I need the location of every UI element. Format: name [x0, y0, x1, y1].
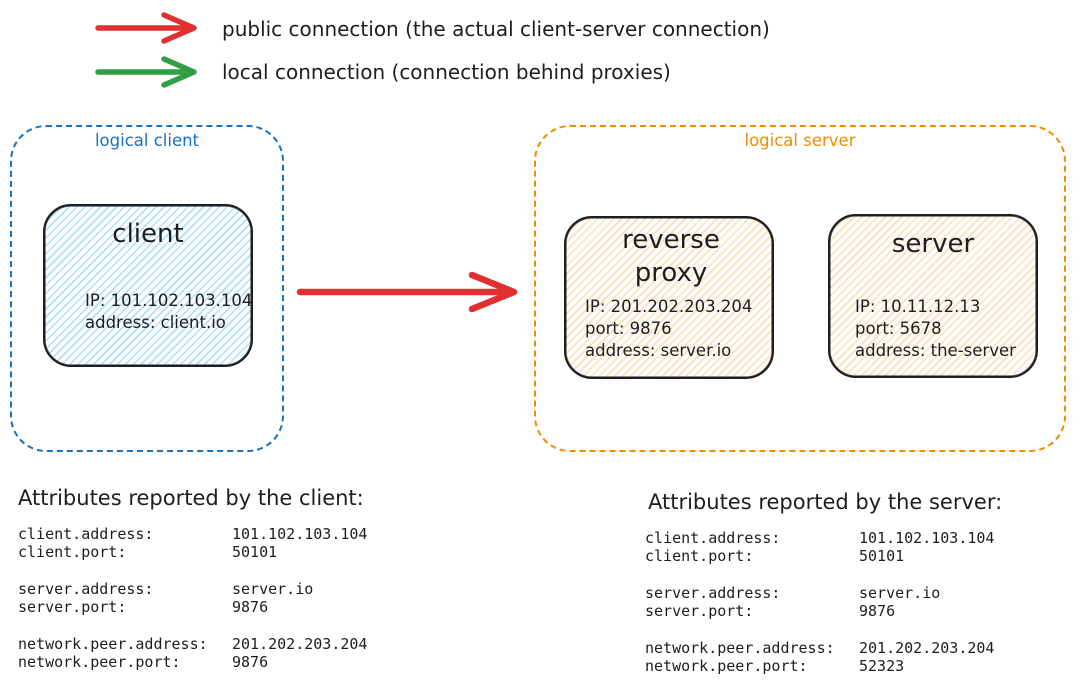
- attr-key: server.address:: [18, 580, 154, 598]
- attr-value: 50101: [232, 543, 278, 561]
- public-connection-legend-label: public connection (the actual client-ser…: [222, 17, 770, 41]
- attr-row: network.peer.address: 201.202.203.204: [18, 635, 448, 653]
- attr-value: 9876: [232, 598, 269, 616]
- server-report-group: server.address: server.io server.port: 9…: [645, 584, 1075, 620]
- reverse-proxy-node: reverse proxy IP: 201.202.203.204 port: …: [564, 216, 774, 379]
- attr-row: server.port: 9876: [645, 602, 1075, 620]
- client-report: Attributes reported by the client: clien…: [18, 486, 448, 690]
- attr-value: 201.202.203.204: [232, 635, 368, 653]
- client-node-address: address: client.io: [85, 313, 226, 332]
- client-node-ip: IP: 101.102.103.104: [85, 291, 253, 310]
- attr-value: server.io: [232, 580, 314, 598]
- attr-value: 201.202.203.204: [859, 639, 995, 657]
- attr-row: server.address: server.io: [18, 580, 448, 598]
- local-connection-legend-label: local connection (connection behind prox…: [222, 60, 671, 84]
- client-report-group: network.peer.address: 201.202.203.204 ne…: [18, 635, 448, 671]
- logical-server-group: logical server reverse proxy IP: 201.202…: [534, 125, 1066, 452]
- attr-key: client.address:: [18, 525, 154, 543]
- attr-row: client.address: 101.102.103.104: [18, 525, 448, 543]
- public-connection-arrow-icon: [94, 11, 198, 45]
- client-report-group: client.address: 101.102.103.104 client.p…: [18, 525, 448, 561]
- reverse-proxy-node-title: reverse proxy: [622, 225, 720, 288]
- attr-value: 52323: [859, 657, 905, 675]
- attr-value: 9876: [232, 653, 269, 671]
- reverse-proxy-node-address: address: server.io: [585, 341, 732, 360]
- reverse-proxy-node-port: port: 9876: [585, 319, 672, 338]
- attr-row: client.port: 50101: [645, 547, 1075, 565]
- local-connection-arrow-icon: [94, 55, 198, 89]
- attr-value: 101.102.103.104: [232, 525, 368, 543]
- logical-server-label: logical server: [744, 131, 856, 150]
- attr-key: network.peer.port:: [645, 657, 808, 675]
- server-node-title: server: [891, 229, 975, 259]
- server-node: server IP: 10.11.12.13 port: 5678 addres…: [828, 214, 1038, 378]
- client-node-title: client: [112, 219, 184, 249]
- logical-client-group: logical client client IP: 101.102.103.10…: [10, 125, 284, 452]
- attr-key: client.port:: [18, 543, 127, 561]
- attr-row: client.address: 101.102.103.104: [645, 529, 1075, 547]
- client-node: client IP: 101.102.103.104 address: clie…: [43, 204, 253, 367]
- attr-value: 101.102.103.104: [859, 529, 995, 547]
- attr-value: 9876: [859, 602, 896, 620]
- attr-key: network.peer.address:: [18, 635, 208, 653]
- attr-key: client.port:: [645, 547, 754, 565]
- client-to-server-arrow-icon: [296, 270, 522, 314]
- attr-key: network.peer.port:: [18, 653, 181, 671]
- attr-key: network.peer.address:: [645, 639, 835, 657]
- client-report-heading: Attributes reported by the client:: [18, 486, 364, 510]
- attr-key: server.port:: [18, 598, 127, 616]
- server-report-heading: Attributes reported by the server:: [648, 490, 1003, 514]
- reverse-proxy-node-ip: IP: 201.202.203.204: [585, 297, 753, 316]
- attr-key: server.port:: [645, 602, 754, 620]
- attr-row: network.peer.port: 52323: [645, 657, 1075, 675]
- attr-row: server.address: server.io: [645, 584, 1075, 602]
- attr-key: server.address:: [645, 584, 781, 602]
- client-report-group: server.address: server.io server.port: 9…: [18, 580, 448, 616]
- server-node-port: port: 5678: [855, 319, 942, 338]
- attr-key: client.address:: [645, 529, 781, 547]
- server-report-group: network.peer.address: 201.202.203.204 ne…: [645, 639, 1075, 675]
- server-report: Attributes reported by the server: clien…: [645, 490, 1075, 694]
- attr-row: network.peer.address: 201.202.203.204: [645, 639, 1075, 657]
- server-node-address: address: the-server: [855, 341, 1016, 360]
- attr-row: server.port: 9876: [18, 598, 448, 616]
- attr-value: 50101: [859, 547, 905, 565]
- logical-client-label: logical client: [94, 131, 200, 150]
- attr-value: server.io: [859, 584, 941, 602]
- server-report-group: client.address: 101.102.103.104 client.p…: [645, 529, 1075, 565]
- server-node-ip: IP: 10.11.12.13: [855, 297, 981, 316]
- attr-row: client.port: 50101: [18, 543, 448, 561]
- attr-row: network.peer.port: 9876: [18, 653, 448, 671]
